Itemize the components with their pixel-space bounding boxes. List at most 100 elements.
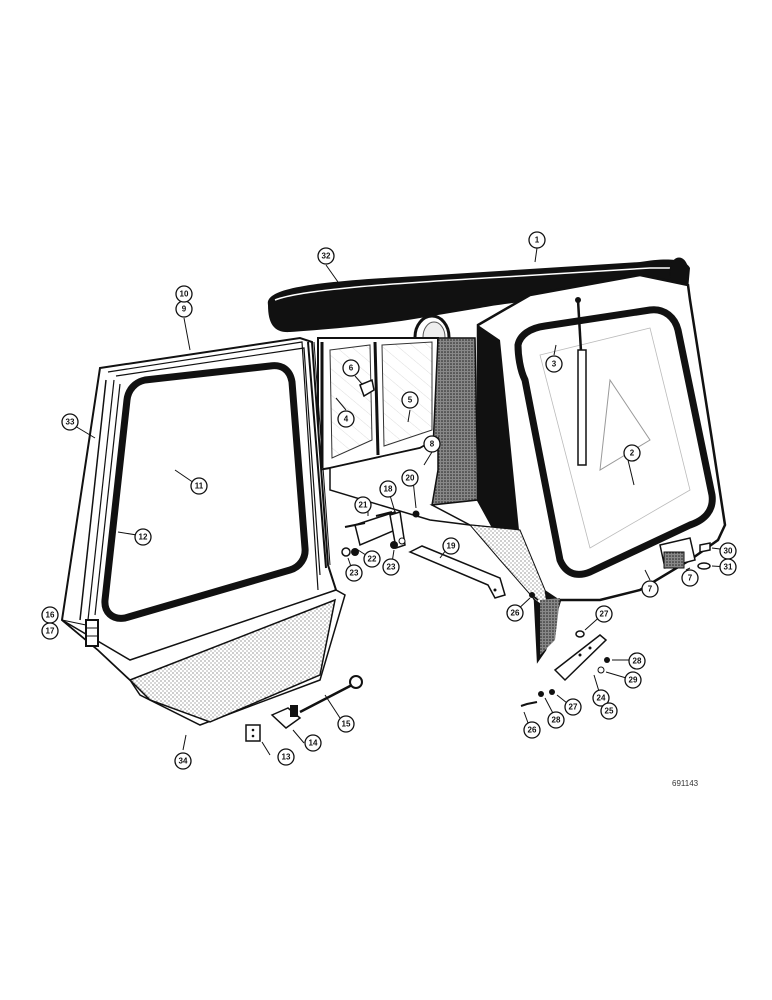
svg-text:27: 27 (569, 703, 578, 712)
svg-text:3: 3 (552, 360, 557, 369)
svg-text:33: 33 (66, 418, 75, 427)
svg-text:7: 7 (648, 585, 653, 594)
callout-14: 14 (304, 734, 322, 752)
cab-roof (267, 257, 690, 333)
callout-29: 29 (624, 671, 642, 689)
svg-text:23: 23 (350, 569, 359, 578)
nut (341, 537, 406, 557)
callout-24: 24 (592, 689, 610, 707)
bolt (344, 511, 393, 528)
svg-text:14: 14 (309, 739, 318, 748)
callout-23a: 23 (345, 564, 363, 582)
svg-text:7: 7 (688, 574, 693, 583)
svg-text:21: 21 (359, 501, 368, 510)
callout-28b: 28 (547, 711, 565, 729)
step-bracket (659, 537, 696, 569)
callout-17: 17 (41, 622, 59, 640)
callout-7a: 7 (641, 580, 659, 598)
svg-text:13: 13 (282, 753, 291, 762)
callout-19: 19 (442, 537, 460, 555)
callout-28a: 28 (628, 652, 646, 670)
callout-2: 2 (623, 444, 641, 462)
svg-text:27: 27 (600, 610, 609, 619)
svg-text:10: 10 (180, 290, 189, 299)
mounting-bracket (354, 511, 406, 549)
callout-13: 13 (277, 748, 295, 766)
callout-26b: 26 (523, 721, 541, 739)
callout-20: 20 (401, 469, 419, 487)
latch-plate (553, 634, 608, 682)
callout-33: 33 (61, 413, 79, 431)
cab-right-side-panel (476, 273, 727, 664)
svg-text:12: 12 (139, 533, 148, 542)
support-strap (408, 545, 506, 599)
callout-30: 30 (719, 542, 737, 560)
callout-18: 18 (379, 480, 397, 498)
callout-27a: 27 (595, 605, 613, 623)
callout-27b: 27 (564, 698, 582, 716)
callout-5: 5 (401, 391, 419, 409)
callout-32: 32 (317, 247, 335, 265)
svg-text:4: 4 (344, 415, 349, 424)
door-rod (299, 675, 363, 714)
svg-text:29: 29 (629, 676, 638, 685)
cab-side-lower-panel (468, 524, 560, 655)
svg-text:28: 28 (633, 657, 642, 666)
callout-4: 4 (337, 410, 355, 428)
callout-7b: 7 (681, 569, 699, 587)
svg-text:26: 26 (511, 609, 520, 618)
svg-text:11: 11 (195, 482, 204, 491)
callout-22: 22 (363, 550, 381, 568)
latch-nut (597, 657, 610, 674)
cab-door (60, 336, 346, 726)
door-hinge (85, 619, 99, 647)
callout-23b: 23 (382, 558, 400, 576)
door-catch (245, 724, 261, 742)
callout-21: 21 (354, 496, 372, 514)
svg-text:25: 25 (605, 707, 614, 716)
callout-6: 6 (342, 359, 360, 377)
svg-text:23: 23 (387, 563, 396, 572)
callout-25: 25 (600, 702, 618, 720)
svg-text:24: 24 (597, 694, 606, 703)
callout-16: 16 (41, 606, 59, 624)
callout-3: 3 (545, 355, 563, 373)
callout-26a: 26 (506, 604, 524, 622)
svg-text:22: 22 (368, 555, 377, 564)
svg-text:26: 26 (528, 726, 537, 735)
svg-text:8: 8 (430, 440, 435, 449)
callout-8: 8 (423, 435, 441, 453)
reference-code: 691143 (672, 779, 699, 788)
svg-text:32: 32 (322, 252, 331, 261)
callout-12: 12 (134, 528, 152, 546)
callout-10: 10 (175, 285, 193, 303)
svg-text:18: 18 (384, 485, 393, 494)
svg-text:31: 31 (724, 563, 733, 572)
svg-text:15: 15 (342, 720, 351, 729)
svg-text:16: 16 (46, 611, 55, 620)
callout-9: 9 (175, 300, 193, 318)
callout-31: 31 (719, 558, 737, 576)
svg-text:17: 17 (46, 627, 55, 636)
callout-11: 11 (190, 477, 208, 495)
small-nut (412, 510, 420, 518)
screw (520, 592, 539, 707)
svg-text:2: 2 (630, 449, 635, 458)
svg-text:5: 5 (408, 396, 413, 405)
svg-text:19: 19 (447, 542, 456, 551)
wiper-arm (575, 297, 587, 466)
svg-text:30: 30 (724, 547, 733, 556)
step-bolt (697, 542, 711, 570)
svg-text:1: 1 (535, 236, 540, 245)
svg-text:20: 20 (406, 474, 415, 483)
callout-15: 15 (337, 715, 355, 733)
callout-34: 34 (174, 752, 192, 770)
svg-text:28: 28 (552, 716, 561, 725)
svg-text:9: 9 (182, 305, 187, 314)
window-latch (359, 378, 375, 398)
door-striker (270, 705, 302, 729)
svg-text:6: 6 (349, 364, 354, 373)
washer (538, 630, 585, 697)
svg-text:34: 34 (179, 757, 188, 766)
